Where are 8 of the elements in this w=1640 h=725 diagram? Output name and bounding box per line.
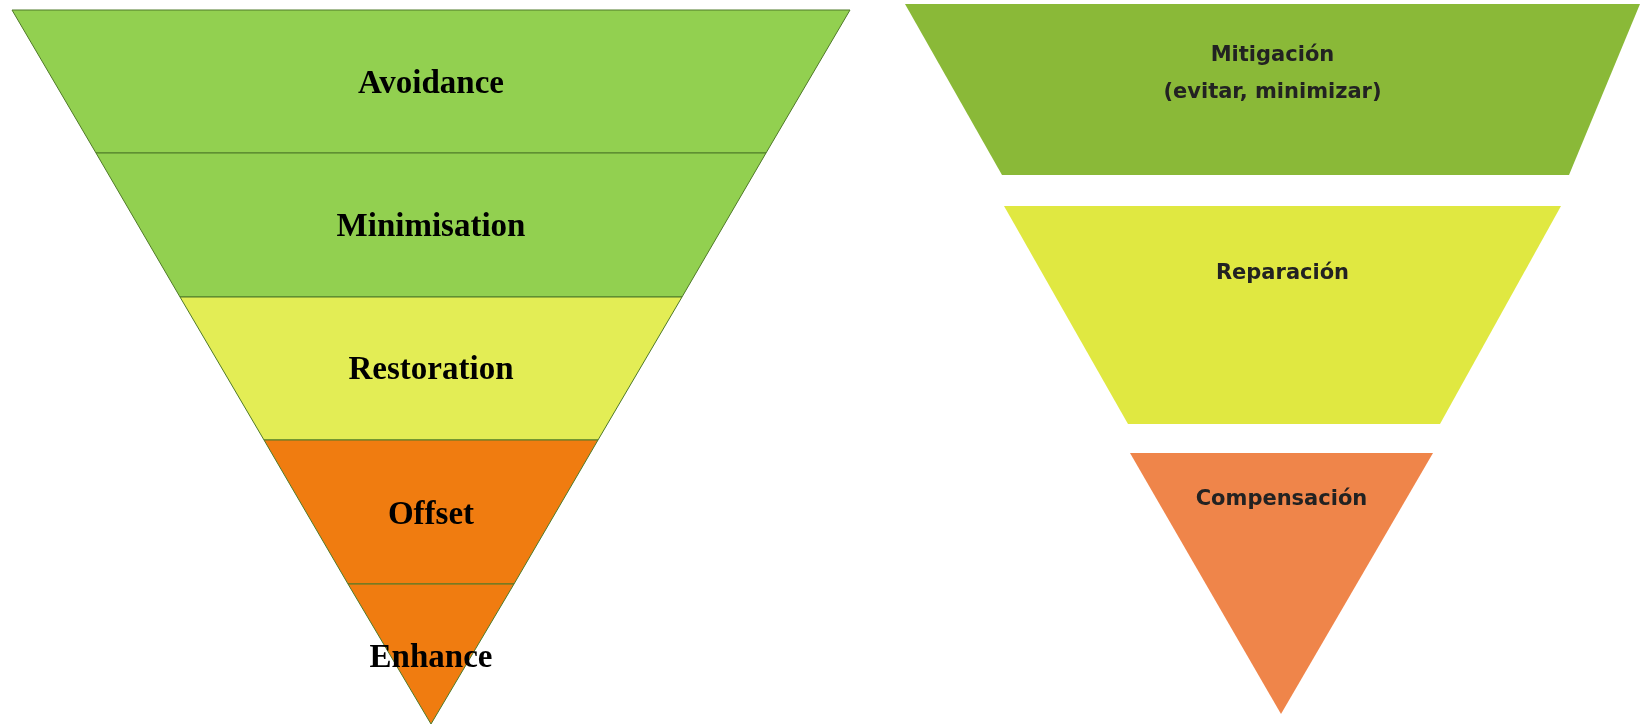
band-label: Minimisation	[336, 206, 526, 244]
band-label: Reparación	[1215, 258, 1350, 286]
band-label: Avoidance	[357, 63, 505, 101]
band-label: Offset	[387, 494, 475, 532]
band-label: Compensación	[1195, 484, 1368, 512]
band-label: (evitar, minimizar)	[1163, 78, 1382, 105]
band-label: Restoration	[348, 349, 514, 387]
band-label: Mitigación	[1210, 41, 1335, 69]
